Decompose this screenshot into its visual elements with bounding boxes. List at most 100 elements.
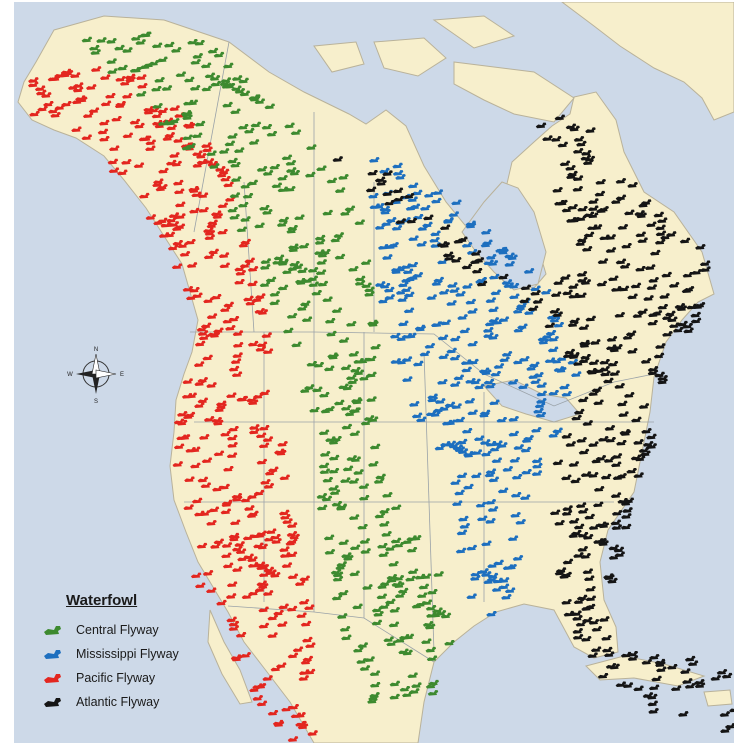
duck-icon <box>384 199 395 206</box>
duck-icon <box>585 595 597 602</box>
duck-icon <box>301 316 313 323</box>
duck-icon <box>262 590 274 596</box>
duck-icon <box>100 100 112 107</box>
duck-icon <box>174 188 185 195</box>
duck-icon <box>422 221 433 228</box>
duck-icon <box>552 459 564 466</box>
duck-icon <box>485 518 496 524</box>
duck-icon <box>633 472 644 478</box>
duck-icon <box>192 150 203 157</box>
duck-icon <box>359 665 371 671</box>
duck-icon <box>393 195 405 202</box>
duck-icon <box>306 360 318 367</box>
duck-icon <box>349 544 361 551</box>
duck-icon <box>574 408 585 415</box>
duck-icon <box>391 266 402 272</box>
duck-icon <box>436 241 448 247</box>
duck-icon <box>336 561 348 567</box>
duck-icon <box>72 98 83 105</box>
duck-icon <box>231 493 243 499</box>
duck-icon <box>237 395 249 402</box>
duck-icon <box>199 510 211 516</box>
duck-icon <box>271 182 283 189</box>
duck-icon <box>446 300 457 306</box>
duck-icon <box>627 650 639 657</box>
duck-icon <box>426 294 438 300</box>
duck-icon <box>172 461 184 467</box>
duck-icon <box>572 186 584 192</box>
duck-icon <box>208 506 220 513</box>
duck-icon <box>168 221 180 227</box>
duck-icon <box>344 205 356 212</box>
duck-icon <box>599 358 610 365</box>
duck-icon <box>398 320 409 327</box>
duck-icon <box>228 532 240 539</box>
duck-icon <box>305 171 316 178</box>
duck-icon <box>250 121 262 128</box>
duck-icon <box>411 535 422 541</box>
duck-icon <box>378 551 389 558</box>
duck-icon <box>88 107 100 114</box>
duck-icon <box>281 562 293 568</box>
duck-icon <box>607 360 619 367</box>
duck-icon <box>43 100 54 107</box>
duck-icon <box>716 669 728 675</box>
duck-icon <box>389 693 400 700</box>
duck-icon <box>565 441 577 447</box>
duck-icon <box>690 317 702 324</box>
arctic-island-b <box>313 41 365 73</box>
duck-icon <box>467 308 478 314</box>
duck-icon <box>572 175 584 181</box>
duck-icon <box>641 428 652 434</box>
duck-icon <box>198 334 210 341</box>
duck-icon <box>307 730 318 736</box>
duck-icon <box>493 363 505 369</box>
duck-icon <box>529 361 540 368</box>
duck-icon <box>584 513 595 520</box>
duck-icon <box>161 85 173 91</box>
duck-icon <box>319 451 331 457</box>
duck-icon <box>309 406 320 413</box>
duck-icon <box>189 85 201 91</box>
duck-icon <box>285 186 296 192</box>
duck-icon <box>194 39 205 46</box>
duck-icon <box>643 441 654 447</box>
duck-icon <box>577 508 589 514</box>
duck-icon <box>561 433 573 439</box>
duck-icon <box>609 370 621 376</box>
duck-icon <box>99 135 110 142</box>
duck-icon <box>719 711 731 717</box>
duck-icon <box>577 277 588 283</box>
duck-icon <box>578 448 590 455</box>
duck-icon <box>286 531 298 537</box>
duck-icon <box>107 68 118 74</box>
duck-icon <box>354 275 366 282</box>
duck-icon <box>154 77 165 83</box>
duck-icon <box>201 142 212 148</box>
duck-icon <box>342 384 353 391</box>
duck-icon <box>464 398 476 404</box>
duck-icon <box>231 655 243 662</box>
duck-icon <box>631 416 642 423</box>
duck-icon <box>240 652 252 658</box>
duck-icon <box>171 263 183 270</box>
duck-icon <box>588 619 600 625</box>
duck-icon <box>402 268 414 275</box>
duck-icon <box>197 330 209 336</box>
duck-icon <box>196 325 208 332</box>
duck-icon <box>531 427 542 433</box>
duck-icon <box>269 291 281 297</box>
duck-icon <box>594 190 606 197</box>
duck-icon <box>451 403 462 409</box>
duck-icon <box>360 259 372 266</box>
duck-icon <box>326 177 338 184</box>
duck-icon <box>496 416 508 423</box>
duck-icon <box>267 632 278 638</box>
duck-icon <box>291 341 302 348</box>
duck-icon <box>470 570 481 577</box>
duck-icon <box>392 187 404 194</box>
duck-icon <box>299 575 311 582</box>
duck-icon <box>607 577 618 584</box>
duck-icon <box>509 293 520 300</box>
duck-icon <box>485 297 497 303</box>
